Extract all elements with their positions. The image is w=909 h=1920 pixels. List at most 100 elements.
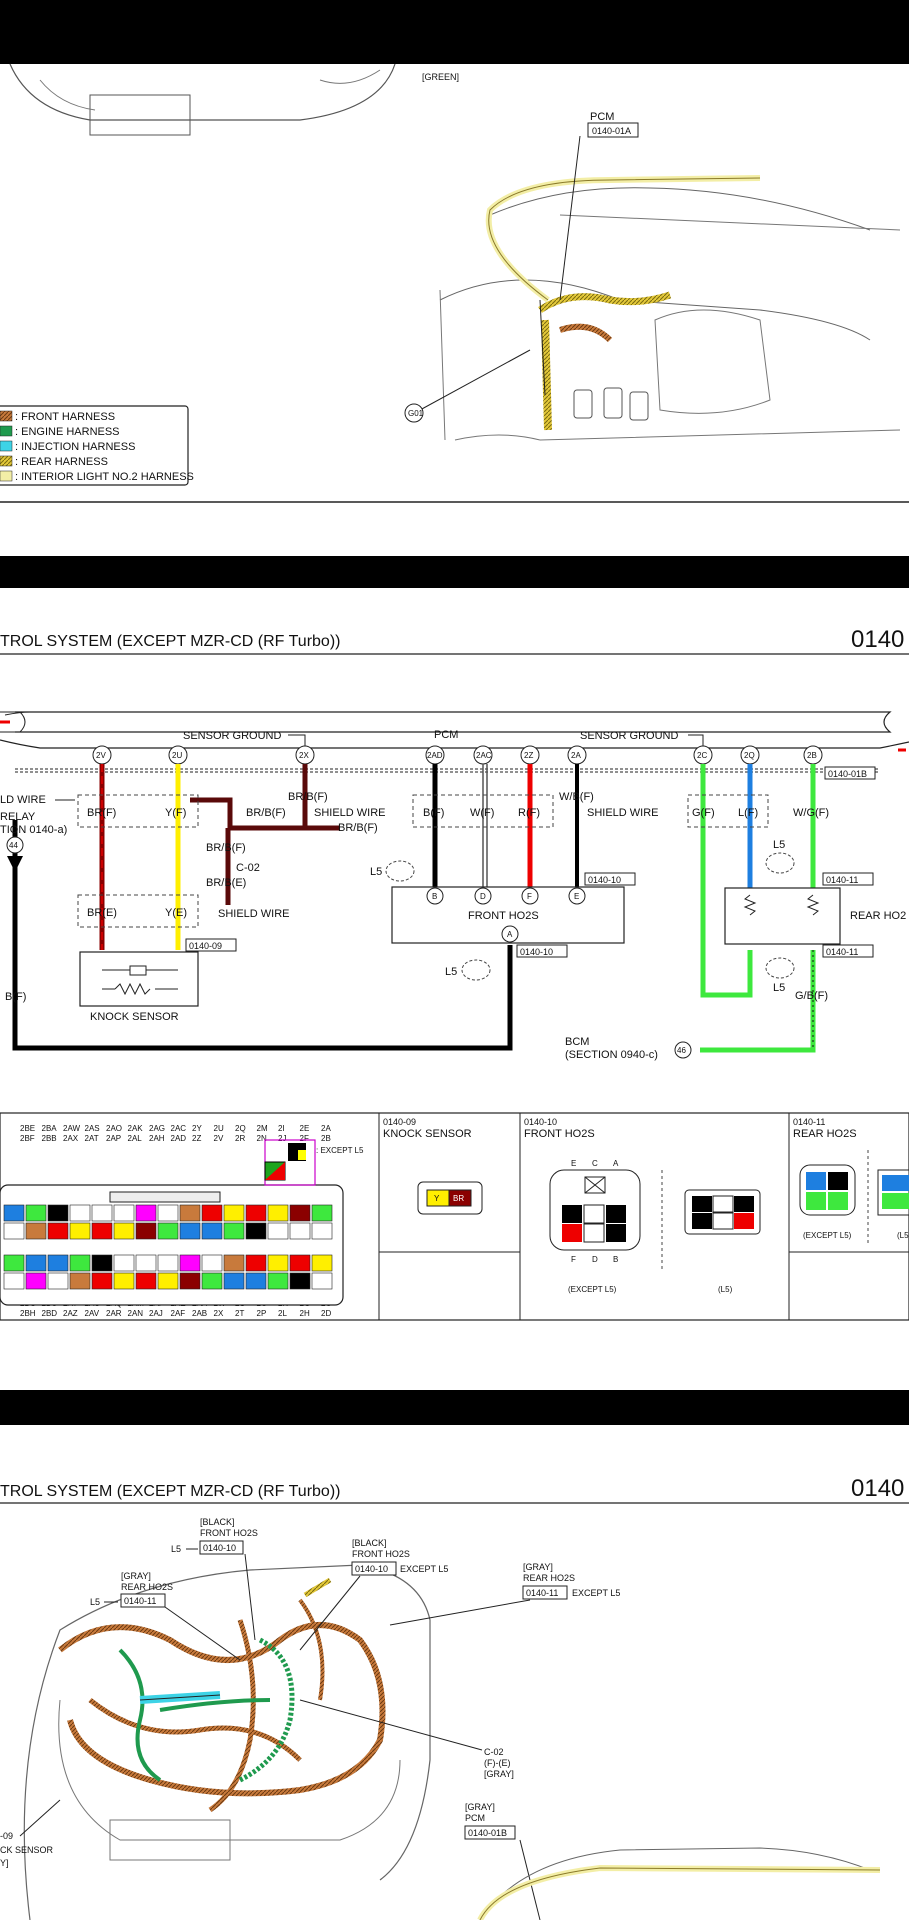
bcm-section: (SECTION 0940-c)	[565, 1049, 658, 1061]
svg-text:: INJECTION HARNESS: : INJECTION HARNESS	[15, 441, 135, 453]
pcm-pin-label: 2AS	[85, 1124, 100, 1133]
pcm-pin-cell	[47, 1204, 69, 1222]
l5-3: L5	[773, 839, 785, 851]
wire-y-f: Y(F)	[165, 807, 186, 819]
pcm-pin-cell	[91, 1204, 113, 1222]
pcm-pin-label: 2A	[321, 1124, 331, 1133]
pcm-pin-cell	[3, 1222, 25, 1240]
gray-1: [GRAY]	[121, 1571, 151, 1581]
pcm-pin-cell	[135, 1222, 157, 1240]
pcm-pin-label: 2Z	[192, 1134, 201, 1143]
pcm-pin-label: 2AK	[128, 1124, 144, 1133]
svg-text:C: C	[592, 1159, 598, 1168]
knock-sensor-box	[79, 951, 199, 1007]
wire-br-e: BR(E)	[87, 907, 117, 919]
legend-item-front: : FRONT HARNESS	[0, 410, 115, 423]
pcm-pin-cell	[245, 1204, 267, 1222]
ks-name: KNOCK SENSOR	[383, 1128, 472, 1140]
rh-except-label: (EXCEPT L5)	[803, 1231, 852, 1240]
pcm-pins: 2V 2U 2X 2AD 2AC 2Z 2A 2C 2Q 2B	[92, 745, 823, 765]
conn-pcm: 0140-01B	[468, 1828, 507, 1838]
wire-w-f: W(F)	[470, 807, 494, 819]
pcm-pin-label: 2V	[214, 1134, 224, 1143]
pcm-pin-cell	[25, 1272, 47, 1290]
conn-2: 0140-10	[355, 1564, 388, 1574]
pcm-pin-label: 2AW	[63, 1124, 80, 1133]
pcm-pin-cell	[223, 1204, 245, 1222]
pcm-pin-cell	[267, 1272, 289, 1290]
pcm-pin-cell	[245, 1222, 267, 1240]
pcm-pin-cell	[157, 1222, 179, 1240]
legend-item-interior: : INTERIOR LIGHT NO.2 HARNESS	[0, 470, 194, 483]
wire-brbf-1: BR/B(F)	[288, 791, 328, 803]
front-ho2s-label: FRONT HO2S	[468, 910, 539, 922]
svg-text:2U: 2U	[172, 751, 182, 760]
svg-text:2AC: 2AC	[476, 751, 492, 760]
svg-text:2C: 2C	[697, 751, 707, 760]
shield-wire-left: LD WIRE	[0, 794, 46, 806]
l5-2: L5	[445, 966, 457, 978]
pcm-pin-cell	[69, 1254, 91, 1272]
section1-header: TROL SYSTEM (EXCEPT MZR-CD (RF Turbo)) 0…	[0, 626, 909, 655]
ks-left-color: Y]	[0, 1858, 9, 1868]
pcm-pin-cell	[3, 1204, 25, 1222]
conn-01b: 0140-01B	[828, 769, 867, 779]
gray-pcm: [GRAY]	[465, 1802, 495, 1812]
svg-text:2A: 2A	[571, 751, 581, 760]
pcm-pin-label: 2R	[235, 1134, 245, 1143]
except-2: EXCEPT L5	[572, 1588, 620, 1598]
sensor-ground-label-2: SENSOR GROUND	[580, 730, 678, 742]
bottom-harness-panel: [BLACK] FRONT HO2S L5 0140-10 [BLACK] FR…	[0, 1517, 881, 1920]
pcm-pin-cell	[223, 1272, 245, 1290]
svg-text:B: B	[432, 892, 437, 901]
knock-sensor-label: KNOCK SENSOR	[90, 1011, 179, 1023]
legend-item-engine: : ENGINE HARNESS	[0, 425, 120, 438]
pcm-pin-cell	[47, 1254, 69, 1272]
pcm-pin-cell	[223, 1222, 245, 1240]
front-2: FRONT HO2S	[352, 1549, 410, 1559]
pcm-pin-label: 2AC	[171, 1124, 187, 1133]
conn-11a: 0140-11	[826, 875, 858, 885]
rh-name: REAR HO2S	[793, 1128, 857, 1140]
legend-item-rear: : REAR HARNESS	[0, 455, 108, 468]
partial-connector-color: [GREEN]	[422, 72, 459, 82]
pcm-pin-cell	[157, 1254, 179, 1272]
except-l5-note: : EXCEPT L5	[316, 1146, 364, 1155]
wire-b-f: B(F)	[423, 807, 444, 819]
wire-gbf: G/B(F)	[795, 990, 828, 1002]
pcm-pin-label: 2BB	[42, 1134, 57, 1143]
svg-text:D: D	[592, 1255, 598, 1264]
wire-g-f: G(F)	[692, 807, 715, 819]
pcm-pin-cell	[201, 1272, 223, 1290]
rear-1: REAR HO2S	[121, 1582, 173, 1592]
wire-wgf: W/G(F)	[793, 807, 829, 819]
conn-4: 0140-11	[526, 1588, 558, 1598]
wire-brbf-3: BR/B(F)	[338, 822, 378, 834]
ks-code: 0140-09	[383, 1117, 416, 1127]
svg-text:B: B	[613, 1255, 618, 1264]
c02-gray: [GRAY]	[484, 1769, 514, 1779]
wire-brbf-2: BR/B(F)	[246, 807, 286, 819]
pcm-pin-label: 2AG	[149, 1124, 165, 1133]
pcm-pin-label: 2AB	[192, 1309, 207, 1318]
pcm-pin-label: 2L	[278, 1309, 287, 1318]
svg-text:A: A	[613, 1159, 619, 1168]
rear-ho2s-box	[724, 887, 841, 945]
top-harness-panel: [GREEN] PCM 0140-01A G01 : FRONT HARNESS	[0, 63, 909, 503]
pcm-pin-label: 2P	[257, 1309, 267, 1318]
pcm-pin-cell	[91, 1272, 113, 1290]
svg-text:2Q: 2Q	[744, 751, 755, 760]
black-1: [BLACK]	[200, 1517, 235, 1527]
svg-text:: REAR HARNESS: : REAR HARNESS	[15, 456, 108, 468]
fh-l5-label: (L5)	[718, 1285, 733, 1294]
gray-2: [GRAY]	[523, 1562, 553, 1572]
c02-fe: (F)-(E)	[484, 1758, 511, 1768]
pcm-pin-cell	[179, 1204, 201, 1222]
svg-text:D: D	[480, 892, 486, 901]
wire-wbf: W/B(F)	[559, 791, 594, 803]
rh-l5-label: (L5)	[897, 1231, 909, 1240]
pcm-pin-label: 2Y	[192, 1124, 202, 1133]
svg-text:: FRONT HARNESS: : FRONT HARNESS	[15, 411, 115, 423]
conn-1: 0140-10	[203, 1543, 236, 1553]
